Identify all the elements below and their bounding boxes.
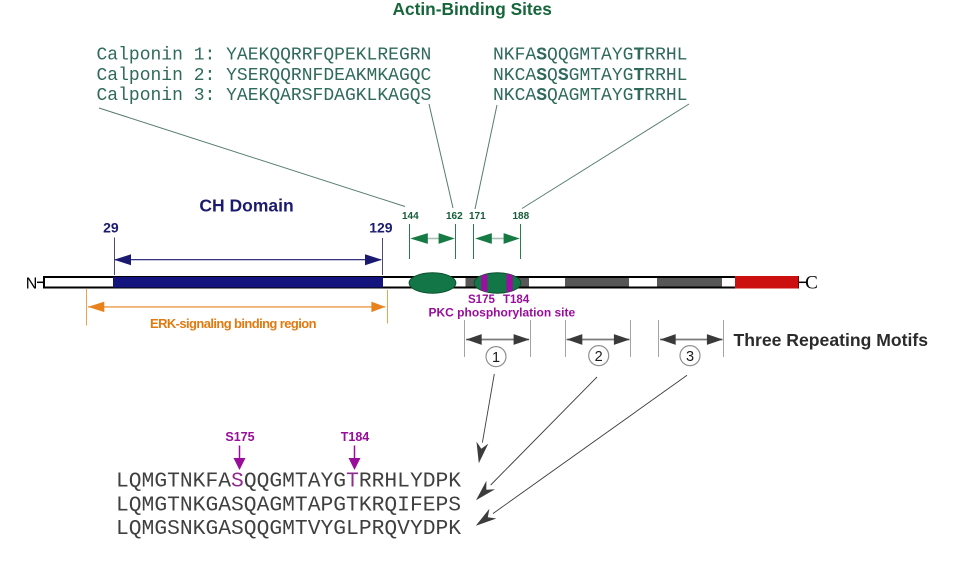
svg-text:Three Repeating Motifs: Three Repeating Motifs: [734, 330, 929, 350]
svg-text:S175: S175: [468, 294, 495, 306]
svg-text:1: 1: [492, 350, 500, 366]
svg-text:Calponin 3: YAEKQARSFDAGKLKAGQ: Calponin 3: YAEKQARSFDAGKLKAGQS: [97, 86, 432, 106]
svg-text:129: 129: [369, 220, 393, 236]
svg-text:T184: T184: [503, 294, 530, 306]
svg-text:N: N: [26, 276, 38, 293]
svg-text:NKCASQSGMTAYGTRRHL: NKCASQSGMTAYGTRRHL: [493, 66, 688, 86]
svg-text:144: 144: [402, 211, 419, 222]
svg-text:T184: T184: [341, 430, 370, 444]
svg-text:NKFASQQGMTAYGTRRHL: NKFASQQGMTAYGTRRHL: [493, 46, 687, 66]
svg-text:C: C: [805, 273, 818, 294]
svg-text:29: 29: [103, 220, 119, 236]
svg-text:LQMGSNKGASQQGMTVYGLPRQVYDPK: LQMGSNKGASQQGMTVYGLPRQVYDPK: [116, 517, 461, 541]
svg-text:LQMGTNKGASQAGMTAPGTKRQIFEPS: LQMGTNKGASQAGMTAPGTKRQIFEPS: [116, 494, 461, 518]
svg-text:S175: S175: [225, 430, 254, 444]
svg-text:3: 3: [686, 349, 694, 365]
svg-text:NKCASQAGMTAYGTRRHL: NKCASQAGMTAYGTRRHL: [493, 86, 687, 106]
svg-text:CH Domain: CH Domain: [199, 195, 293, 215]
svg-text:Actin-Binding Sites: Actin-Binding Sites: [393, 0, 552, 19]
svg-text:ERK-signaling binding region: ERK-signaling binding region: [150, 316, 317, 331]
svg-text:2: 2: [595, 349, 603, 365]
svg-text:162: 162: [446, 211, 463, 222]
svg-text:PKC phosphorylation site: PKC phosphorylation site: [429, 306, 576, 320]
svg-text:171: 171: [469, 211, 486, 222]
svg-text:LQMGTNKFASQQGMTAYGTRRHLYDPK: LQMGTNKFASQQGMTAYGTRRHLYDPK: [116, 469, 461, 493]
svg-text:Calponin 2: YSERQQRNFDEAKMKAGQ: Calponin 2: YSERQQRNFDEAKMKAGQC: [97, 66, 432, 86]
svg-text:Calponin 1: YAEKQQRRFQPEKLREGR: Calponin 1: YAEKQQRRFQPEKLREGRN: [97, 46, 432, 66]
svg-text:188: 188: [512, 211, 529, 222]
